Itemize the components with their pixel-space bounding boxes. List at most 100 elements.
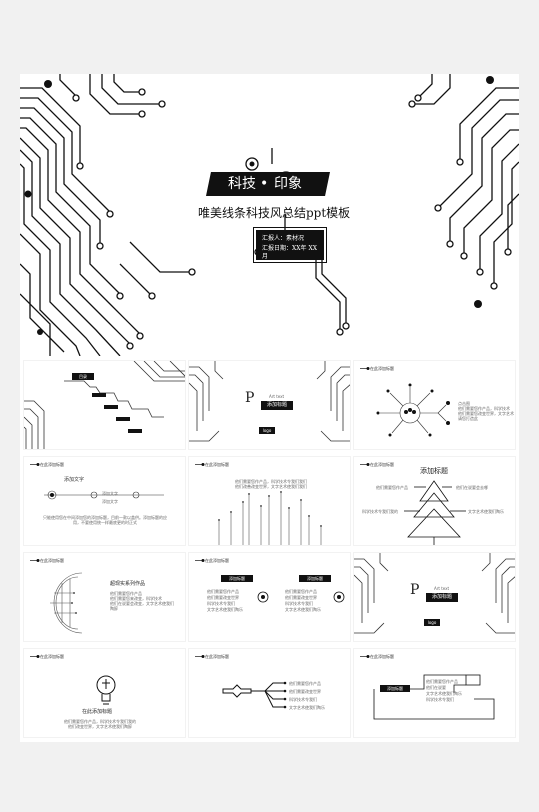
twocol-left-heading: 添加标题	[221, 575, 253, 582]
slide-twocol[interactable]: 在此添加标题 添加标题 添加标题 他们需要您作产品 他们需要改变世界 科学技术令…	[188, 552, 351, 642]
title-page-art: Art text	[269, 394, 285, 399]
network-line: 请您打造此	[458, 416, 478, 421]
globe-line: 他们需要您作产品	[110, 591, 142, 596]
wrench-icon	[222, 681, 287, 709]
slide-header-tab: 在此添加标题	[195, 557, 250, 564]
bars-line2: 他们改善改变世界，文字艺术使我们我们	[235, 484, 307, 489]
slide-tree[interactable]: 在此添加标题 添加标题 他们需要您作产品 他们在说要会去哪 科学技术令我们我的 …	[353, 456, 516, 546]
twocol-icons	[257, 591, 345, 603]
circuit-tree-graphic	[404, 480, 466, 545]
timeline-caption: 只能使用您在中间添加您的添加标题，目前一款以盖供。添加标题的应用，不要使用统一样…	[43, 515, 167, 525]
chip-item: 他们需要您作产品	[426, 679, 458, 684]
chip-item: 他们在说要	[426, 685, 446, 690]
slide-header-tab: 在此添加标题	[30, 461, 85, 468]
chip-item: 文字艺术使我们陶乐	[426, 691, 462, 696]
wrench-item: 他们需要改变世界	[289, 689, 321, 694]
bars-graphic	[218, 491, 322, 545]
tree-tab-label: 在此添加标题	[370, 462, 394, 467]
cover-title-right: 印象	[274, 176, 302, 192]
slide-title-page[interactable]: P Art text 添加标题 logo	[188, 360, 351, 450]
title-page-heading: 添加标题	[261, 401, 293, 410]
title-page-p: P	[245, 390, 255, 406]
slide-chip[interactable]: 在此添加标题 添加标题 他们需要您作产品 他们在说要 文字艺术使我们陶乐 科学技…	[353, 648, 516, 738]
circuit-globe-graphic	[50, 572, 83, 634]
slide-wrench[interactable]: 在此添加标题 他们需要您作产品 他们需要改变世界 科学技术令我们 文字艺术使我们…	[188, 648, 351, 738]
chip-graphic	[373, 674, 495, 720]
slide-globe[interactable]: 在此添加标题 超现实系列作品 他们需要您作产品 他们需要您来改变，科学技术 他们…	[23, 552, 186, 642]
twocol-tab-label: 在此添加标题	[205, 558, 229, 563]
slide-header-tab: 在此添加标题	[195, 461, 250, 468]
twocol-right-item: 科学技术令我们	[285, 601, 313, 606]
tree-heading: 添加标题	[420, 467, 448, 475]
globe-line: 陶醉	[110, 606, 118, 611]
tree-label: 文字艺术使我们陶乐	[468, 509, 504, 514]
globe-heading: 超现实系列作品	[110, 581, 146, 587]
timeline-add-text: 添加文字	[64, 477, 85, 483]
timeline-tab-label: 在此添加标题	[40, 462, 64, 467]
twocol-right-heading: 添加标题	[299, 575, 331, 582]
slide-header-tab: 在此添加标题	[360, 365, 415, 372]
globe-tab-label: 在此添加标题	[40, 558, 64, 563]
wrench-item: 科学技术令我们	[289, 697, 317, 702]
cover-title-dot: •	[260, 176, 269, 192]
circuit-decoration	[24, 361, 185, 449]
bulb-line: 他们需要您作产品，科学技术令我们我的	[64, 719, 136, 724]
slide-header-tab: 在此添加标题	[360, 461, 415, 468]
reporter-box: 汇报人：素材况 汇报日期：XX年 XX月	[253, 227, 327, 263]
wrench-tab-label: 在此添加标题	[205, 654, 229, 659]
slide-header-tab: 在此添加标题	[195, 653, 250, 660]
twocol-right-item: 他们需要改变世界	[285, 595, 317, 600]
toc-label: 目录	[72, 373, 94, 380]
report-date: 汇报日期：XX年 XX月	[262, 245, 317, 260]
bulb-tab-label: 在此添加标题	[40, 654, 64, 659]
timeline-point: 添加文字	[102, 491, 118, 496]
network-tab-label: 在此添加标题	[370, 366, 394, 371]
network-line: 点击图	[458, 401, 470, 406]
slide-timeline[interactable]: 在此添加标题 添加文字 添加文字 添加文字 只能使用您在中间添加您的添加标题，目…	[23, 456, 186, 546]
chip-item: 科学技术令我们	[426, 697, 454, 702]
tree-label: 科学技术令我们我的	[362, 509, 398, 514]
slide-header-tab: 在此添加标题	[30, 557, 85, 564]
slide-bulb[interactable]: 在此添加标题 在此添加标题 他们需要您作产品，科学技术令我们我的 他们改变世界，…	[23, 648, 186, 738]
toc-item-bar	[128, 429, 142, 433]
slide-header-tab: 在此添加标题	[30, 653, 85, 660]
globe-line: 他们在说要会改变，文字艺术使我们	[110, 601, 174, 606]
reporter-name: 汇报人：素材况	[262, 235, 305, 242]
tree-label: 他们需要您作产品	[376, 485, 408, 490]
bars-tab-label: 在此添加标题	[205, 462, 229, 467]
bulb-line: 他们改变世界，文字艺术使我们陶醉	[68, 724, 132, 729]
slide-title-page-2[interactable]: P Art text 添加标题 logo	[353, 552, 516, 642]
twocol-left-item: 他们需要您作产品	[207, 589, 239, 594]
slide-header-tab: 在此添加标题	[360, 653, 415, 660]
globe-line: 他们需要您来改变，科学技术	[110, 596, 162, 601]
slide-bars[interactable]: 在此添加标题 他们需要您作产品，科学技术令我们我们 他们改善改变世界，文字艺术使…	[188, 456, 351, 546]
toc-item-bar	[116, 417, 130, 421]
cover-title-band: 科技 • 印象	[206, 172, 330, 196]
bars-line1: 他们需要您作产品，科学技术令我们我们	[235, 479, 307, 484]
lightbulb-icon	[96, 675, 116, 705]
twocol-left-item: 科学技术令我们	[207, 601, 235, 606]
network-line: 他们需要您改变世界，文字艺术	[458, 411, 514, 416]
tree-label: 他们在说要会去哪	[456, 485, 488, 490]
toc-item-bar	[92, 393, 106, 397]
title-page2-heading: 添加标题	[426, 593, 458, 602]
circuit-decoration	[189, 361, 350, 442]
cover-slide: 科技 • 印象 唯美线条科技风总结ppt模板 汇报人：素材况 汇报日期：XX年 …	[20, 74, 519, 356]
network-line: 他们需要您作产品，科学技术	[458, 406, 510, 411]
twocol-right-item: 文字艺术使我们陶乐	[285, 607, 321, 612]
title-page2-art: Art text	[434, 586, 450, 591]
twocol-right-item: 他们需要您作产品	[285, 589, 317, 594]
template-preview-sheet: 科技 • 印象 唯美线条科技风总结ppt模板 汇报人：素材况 汇报日期：XX年 …	[20, 74, 519, 742]
bulb-heading: 在此添加标题	[82, 709, 113, 715]
twocol-left-item: 文字艺术使我们陶乐	[207, 607, 243, 612]
chip-heading: 添加标题	[380, 685, 410, 692]
slide-network[interactable]: 在此添加标题 点击图 他们需要您作产品，科学技术 他们需要您改变世界，文字艺术 …	[353, 360, 516, 450]
chip-tab-label: 在此添加标题	[370, 654, 394, 659]
title-page-logo: logo	[259, 427, 275, 434]
title-page2-p: P	[410, 582, 420, 598]
network-diagram	[376, 383, 450, 437]
slide-toc[interactable]: 目录	[23, 360, 186, 450]
timeline-graphic	[44, 490, 164, 500]
toc-item-bar	[104, 405, 118, 409]
wrench-item: 文字艺术使我们陶乐	[289, 705, 325, 710]
